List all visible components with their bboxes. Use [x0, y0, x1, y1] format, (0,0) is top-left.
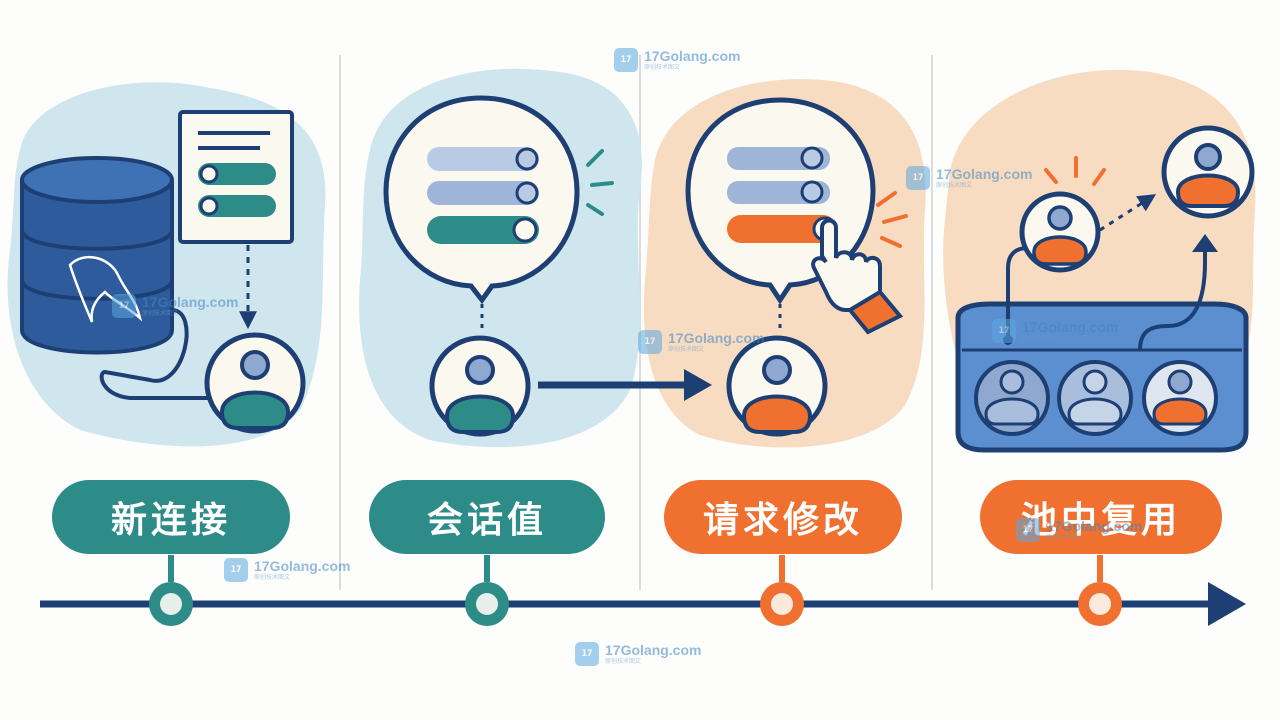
timeline-node-3: [760, 555, 804, 626]
pooled-user-avatar-icon: [1057, 360, 1133, 436]
activity-spark-lines: [586, 149, 614, 216]
pooled-user-avatar-icon: [974, 360, 1050, 436]
click-spark-lines: [876, 191, 908, 248]
handoff-arrow: [538, 369, 712, 401]
return-line: [1138, 248, 1207, 351]
user-avatar-icon: [429, 335, 531, 437]
pointer-hand-icon: [811, 218, 904, 335]
timeline-node-2: [465, 555, 509, 626]
return-arrowhead: [1192, 234, 1218, 252]
reuse-spark-lines: [1044, 156, 1106, 186]
timeline-node-1: [149, 555, 193, 626]
stage-label-new-connection: 新连接: [52, 480, 290, 554]
database-icon: [20, 156, 174, 355]
user-avatar-icon: [1019, 191, 1101, 273]
connection-pool-icon: [955, 301, 1249, 453]
user-avatar-icon: [204, 332, 306, 434]
user-avatar-icon: [1161, 125, 1255, 219]
user-avatar-icon: [726, 335, 828, 437]
db-connector-line: [99, 308, 215, 400]
timeline-node-4: [1078, 555, 1122, 626]
pooled-user-avatar-icon: [1142, 360, 1218, 436]
config-document-icon: [178, 110, 294, 244]
timeline-arrowhead: [1208, 582, 1246, 626]
session-bubble-icon: [383, 95, 580, 305]
stage-label-session-values: 会话值: [369, 480, 605, 554]
stage-label-pool-reuse: 池中复用: [980, 480, 1222, 554]
stage-label-request-modification: 请求修改: [664, 480, 902, 554]
